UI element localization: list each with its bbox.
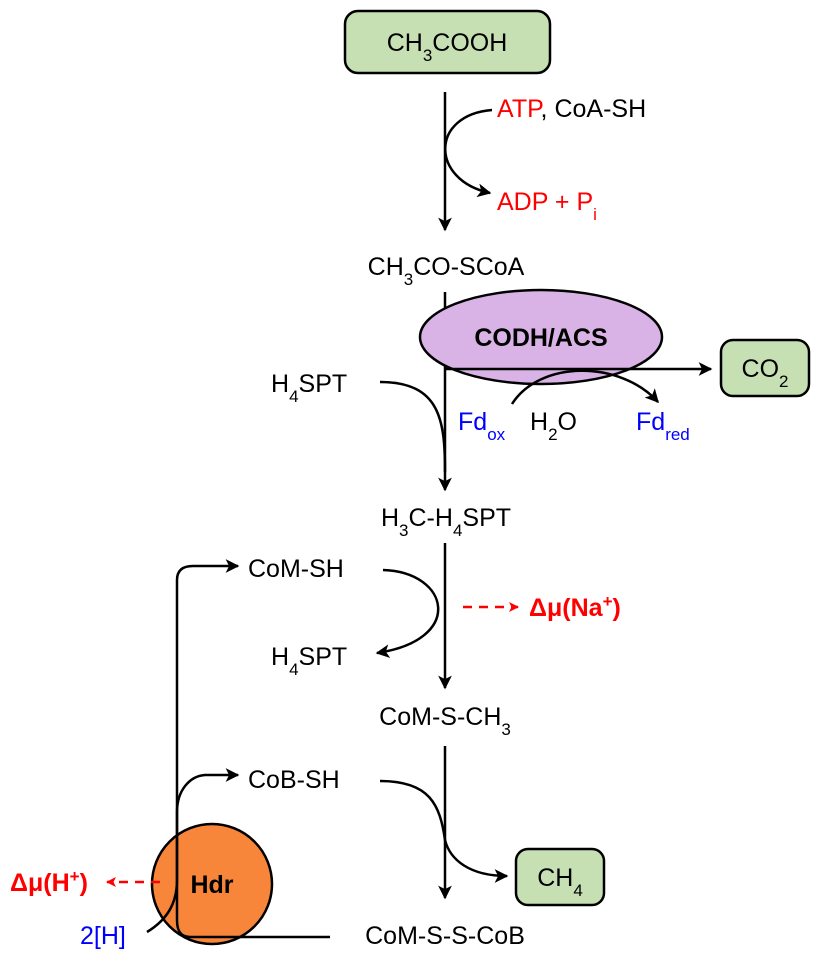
arrow-hdr-to-com-sh — [175, 559, 330, 939]
coa-sh-label: , CoA-SH — [541, 95, 647, 123]
atp-label: ATP — [497, 95, 543, 123]
hdr-label: Hdr — [190, 871, 233, 899]
arrow-com-sh-to-h4spt — [375, 568, 440, 658]
methyl-com-label: CoM-S-CH3 — [379, 703, 511, 739]
sodium-gradient-label: Δμ(Na+) — [529, 592, 621, 623]
ch4-label: CH4 — [537, 864, 583, 900]
fd-ox-label: Fdox — [458, 408, 506, 444]
acetate-box — [343, 9, 552, 75]
codh-acs-label: CODH/ACS — [474, 324, 607, 352]
com-sh-label: CoM-SH — [248, 555, 344, 583]
h2o-label: H2O — [530, 408, 577, 444]
two-h-label: 2[H] — [80, 922, 126, 950]
arrow-cob-sh-to-ch4 — [379, 779, 509, 883]
codh-acs-enzyme — [418, 288, 664, 386]
arrow-h4spt-join — [379, 380, 447, 473]
svg-text:ATP, CoA-SH: ATP, CoA-SH — [497, 95, 646, 123]
hdr-enzyme — [150, 822, 274, 946]
co2-box — [719, 338, 811, 398]
arrow-fd-ox-to-fd-red — [510, 369, 659, 405]
adp-pi-label: ADP + Pi — [497, 188, 597, 224]
acetyl-coa-label: CH3CO-SCoA — [368, 253, 525, 289]
fd-red-label: Fdred — [636, 408, 690, 444]
ch4-box — [514, 847, 606, 907]
arrow-hdr-to-cob-sh — [146, 768, 240, 934]
h4spt-input-label: H4SPT — [271, 370, 347, 406]
arrow-atp-to-adp — [444, 108, 493, 198]
co2-label: CO2 — [742, 355, 789, 391]
methyl-h4spt-label: H3C-H4SPT — [381, 504, 511, 540]
proton-gradient-label: Δμ(H+) — [10, 867, 88, 898]
cob-sh-label: CoB-SH — [248, 766, 340, 794]
heterodisulfide-label: CoM-S-S-CoB — [365, 922, 525, 950]
h4spt-output-label: H4SPT — [271, 643, 347, 679]
acetate-label: CH3COOH — [387, 29, 508, 65]
